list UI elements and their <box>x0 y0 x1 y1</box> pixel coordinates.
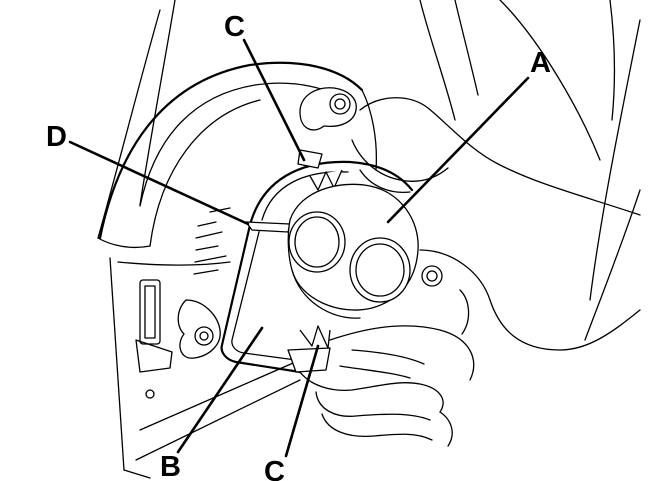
machine-housing <box>97 0 641 479</box>
leader-a <box>386 76 530 224</box>
wing-knob-upper <box>299 87 357 131</box>
leader-c-top <box>242 38 306 162</box>
callout-b: B <box>160 451 181 481</box>
hand <box>299 97 641 447</box>
round-cap <box>287 183 443 319</box>
callout-c-bottom: C <box>264 456 285 481</box>
leader-c-bottom <box>284 344 320 458</box>
wing-knob-lower <box>177 299 221 359</box>
leader-d <box>68 140 250 226</box>
leader-lines <box>68 38 530 458</box>
callout-d: D <box>46 121 67 153</box>
callout-a: A <box>530 47 551 79</box>
callout-c-top: C <box>224 11 245 43</box>
leader-b <box>176 326 264 454</box>
housing-slot <box>135 279 173 399</box>
cover-plate <box>220 149 414 374</box>
